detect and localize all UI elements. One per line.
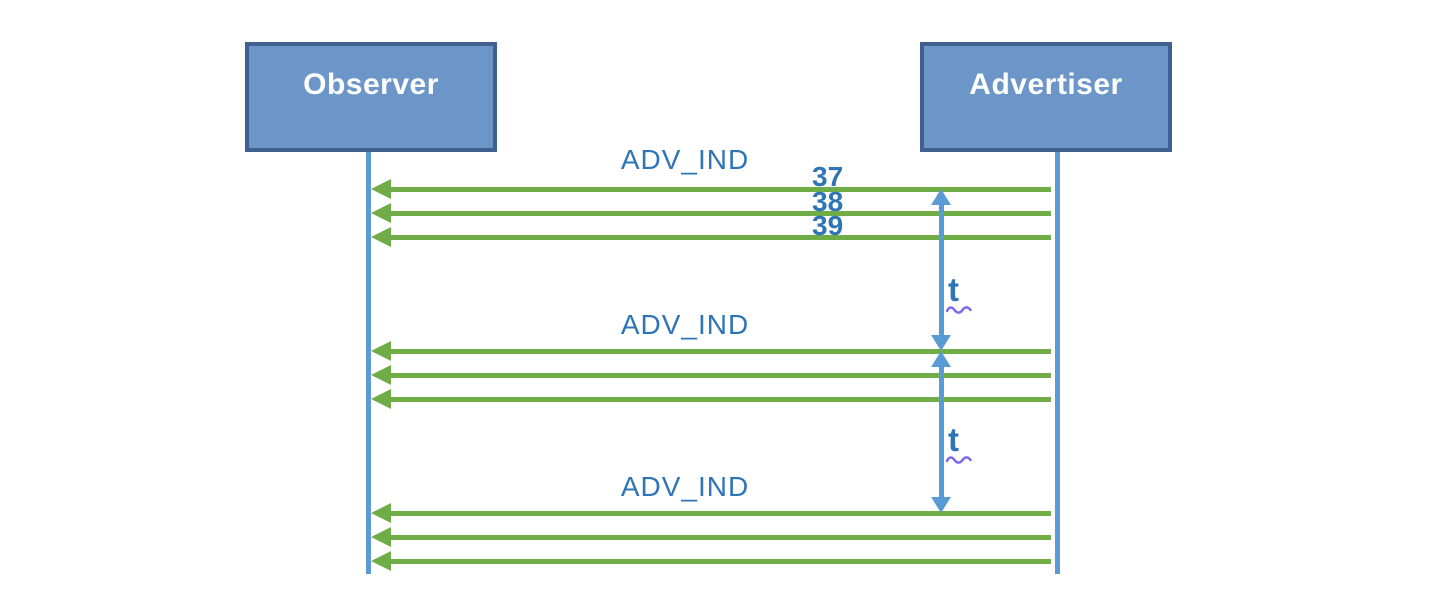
adv-packet-arrow-ch37-event3 (371, 503, 1051, 523)
left-arrowhead-icon (371, 389, 391, 409)
squiggle-underline-icon (946, 306, 972, 314)
adv-ind-label-event2: ADV_IND (620, 309, 750, 340)
lifeline-observer (366, 152, 371, 574)
participant-label-advertiser: Advertiser (969, 68, 1123, 101)
channel-37-label: 37 (812, 161, 844, 192)
adv-packet-arrow-ch39-event2 (371, 389, 1051, 409)
interval-arrow-1 (931, 189, 951, 351)
arrow-shaft (387, 534, 1051, 540)
left-arrowhead-icon (371, 203, 391, 223)
adv-packet-arrow-ch39-event1 (371, 227, 1051, 247)
adv-packet-arrow-ch37-event1 (371, 179, 1051, 199)
channel-39-label: 39 (812, 210, 844, 241)
arrow-shaft (387, 372, 1051, 378)
lifeline-advertiser (1055, 152, 1060, 574)
down-arrowhead-icon (931, 497, 951, 513)
squiggle-underline-icon (946, 456, 972, 464)
left-arrowhead-icon (371, 365, 391, 385)
adv-packet-arrow-ch39-event3 (371, 551, 1051, 571)
adv-packet-arrow-ch38-event2 (371, 365, 1051, 385)
up-arrowhead-icon (931, 189, 951, 205)
left-arrowhead-icon (371, 551, 391, 571)
adv-ind-label-event3: ADV_IND (620, 471, 750, 502)
arrow-shaft (387, 348, 1051, 354)
participant-box-observer: Observer (245, 42, 497, 152)
interval-t-label-2: t (948, 421, 959, 458)
adv-ind-label-event1: ADV_IND (620, 144, 750, 175)
arrow-shaft (387, 234, 1051, 240)
arrow-shaft (387, 186, 1051, 192)
arrow-shaft (387, 210, 1051, 216)
interval-arrow-shaft (938, 201, 944, 339)
left-arrowhead-icon (371, 179, 391, 199)
channel-38-label: 38 (812, 186, 844, 217)
up-arrowhead-icon (931, 351, 951, 367)
down-arrowhead-icon (931, 335, 951, 351)
left-arrowhead-icon (371, 341, 391, 361)
arrow-shaft (387, 396, 1051, 402)
arrow-shaft (387, 558, 1051, 564)
participant-box-advertiser: Advertiser (920, 42, 1172, 152)
participant-label-observer: Observer (303, 68, 439, 101)
left-arrowhead-icon (371, 503, 391, 523)
interval-arrow-2 (931, 351, 951, 513)
adv-packet-arrow-ch38-event1 (371, 203, 1051, 223)
interval-arrow-shaft (938, 363, 944, 501)
adv-packet-arrow-ch37-event2 (371, 341, 1051, 361)
left-arrowhead-icon (371, 227, 391, 247)
interval-t-label-1: t (948, 271, 959, 308)
adv-packet-arrow-ch38-event3 (371, 527, 1051, 547)
left-arrowhead-icon (371, 527, 391, 547)
arrow-shaft (387, 510, 1051, 516)
